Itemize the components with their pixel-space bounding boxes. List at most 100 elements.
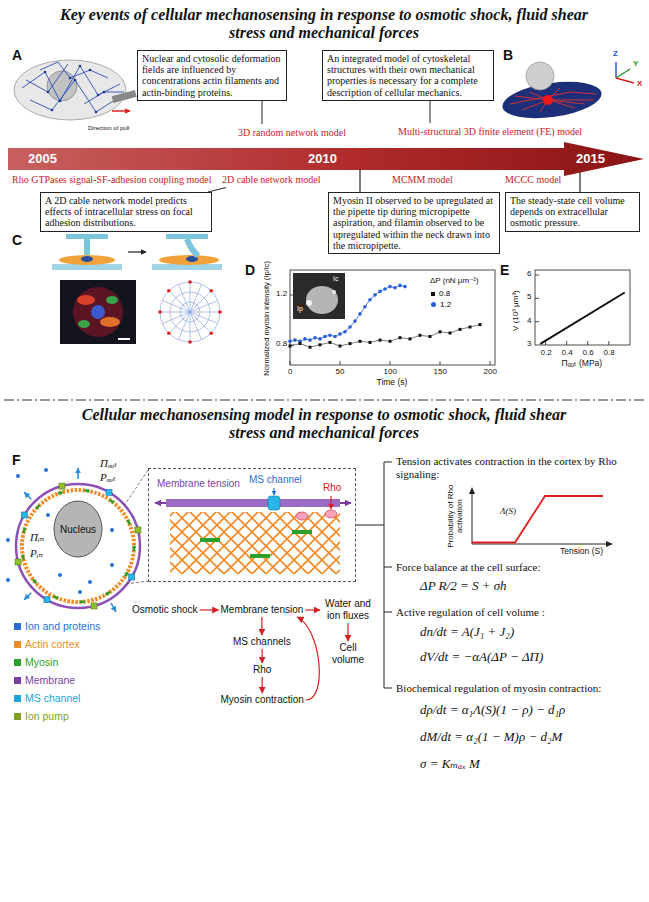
panel-d-plot-part-part bbox=[313, 336, 317, 340]
cell-drawing-part-part bbox=[24, 492, 31, 499]
panel-d-plot-part-part bbox=[299, 342, 302, 345]
node-text: Membrane tension bbox=[157, 478, 240, 489]
panel-a-network-part bbox=[14, 60, 126, 120]
pressure-symbol: Πᵢₙ bbox=[30, 531, 44, 544]
flow-step: Rho bbox=[253, 664, 271, 676]
panel-e-plot bbox=[535, 270, 630, 345]
flow-step: Membrane tension bbox=[221, 604, 304, 616]
model-heading: Biochemical regulation of myosin contrac… bbox=[396, 682, 601, 695]
tick-label: 0.2 bbox=[541, 348, 552, 357]
panel-e-plot-part bbox=[535, 270, 630, 345]
panel-d-plot-part-part bbox=[409, 337, 412, 340]
cell-drawing-part-part bbox=[15, 559, 21, 565]
panel-d-plot-part-part bbox=[439, 330, 442, 333]
panel-c-illustration-part-part bbox=[158, 310, 162, 314]
node-text: MS channels bbox=[233, 636, 291, 648]
node-text: An integrated model of cytoskeletal stru… bbox=[327, 53, 489, 98]
panel-d-plot-part-part bbox=[479, 323, 482, 326]
panel-letter: F bbox=[12, 452, 21, 468]
tick-label: 0.6 bbox=[583, 348, 594, 357]
connector bbox=[261, 617, 262, 635]
panel-b-fe-model-part bbox=[526, 62, 554, 90]
panel-c-illustration bbox=[52, 234, 222, 344]
legend-text: Membrane bbox=[25, 674, 75, 686]
legend-item: 0.8 bbox=[431, 289, 450, 298]
finding-box: An integrated model of cytoskeletal stru… bbox=[322, 50, 494, 101]
cortex-zoom-illustration-part bbox=[325, 510, 337, 518]
panel-c-illustration-part-part bbox=[160, 282, 220, 342]
cortex-zoom-illustration-part bbox=[149, 469, 355, 581]
panel-d-plot-part bbox=[290, 285, 405, 341]
panel-a-network-part bbox=[22, 62, 124, 112]
image-annotation: Ip bbox=[297, 305, 303, 313]
panel-c-illustration-part bbox=[81, 256, 93, 262]
panel-d-plot-part-part bbox=[469, 326, 472, 329]
cell-drawing-part bbox=[6, 468, 114, 594]
timeline-arrow: 200520102015 bbox=[8, 138, 646, 180]
legend-swatch bbox=[14, 623, 21, 630]
legend-item: Membrane bbox=[14, 674, 75, 686]
equation: dM/dt = α₂(1 − M)ρ − d₂M bbox=[420, 730, 562, 745]
panel-d-plot-part-part bbox=[339, 345, 342, 348]
node-text: 2015 bbox=[576, 151, 605, 166]
tick-label: 3 bbox=[527, 339, 531, 348]
cortex-zoom-illustration-part bbox=[330, 496, 331, 509]
panel-c-illustration-part bbox=[128, 251, 146, 252]
model-name: MCCC model bbox=[505, 174, 561, 186]
model-heading: Force balance at the cell surface: bbox=[396, 561, 540, 574]
flow-step: Osmotic shock bbox=[132, 604, 198, 616]
legend-sample bbox=[431, 292, 435, 296]
panel-a-network-part-part bbox=[95, 111, 98, 114]
panel-d-plot-part-part bbox=[348, 325, 352, 329]
panel-letter: D bbox=[245, 262, 255, 278]
panel-d-plot-part-part bbox=[349, 342, 352, 345]
panel-c-illustration-part bbox=[158, 280, 222, 344]
panel-d-plot-part-part bbox=[363, 305, 367, 309]
panel-letter: C bbox=[12, 232, 22, 248]
panel-letter: E bbox=[500, 262, 509, 278]
legend-swatch bbox=[14, 641, 21, 648]
pressure-symbol: Πₒᵤₜ bbox=[100, 457, 117, 470]
panel-d-plot-part-part bbox=[368, 298, 372, 302]
cell-drawing-part bbox=[126, 581, 148, 584]
panel-a-network-part-part bbox=[69, 77, 72, 80]
connector bbox=[200, 609, 219, 610]
node-text: Rho bbox=[323, 482, 341, 493]
panel-d-plot-part bbox=[332, 290, 336, 294]
cortex-zoom-illustration-part bbox=[340, 502, 351, 504]
legend-item: MS channel bbox=[14, 692, 80, 704]
panel-c-illustration-part bbox=[106, 296, 118, 304]
cell-drawing-part-part bbox=[44, 597, 50, 603]
panel-d-plot-part-part bbox=[429, 335, 432, 338]
cortex-zoom-illustration-part bbox=[296, 512, 308, 520]
curve-label: Λ(S) bbox=[500, 506, 516, 516]
rho-activation-graph-part bbox=[472, 496, 603, 543]
node-text: Osmotic shock bbox=[132, 604, 198, 616]
cell-drawing-part-part bbox=[88, 580, 92, 584]
panel-d-plot-part-part bbox=[353, 319, 357, 323]
image-annotation: Direction of pull bbox=[88, 125, 129, 132]
equation: σ = Kₘₐₓ M bbox=[420, 757, 480, 772]
panel-c-illustration-part bbox=[159, 255, 219, 265]
panel-c-illustration-part bbox=[60, 280, 136, 344]
legend-text: Actin cortex bbox=[25, 638, 80, 650]
model-heading: Active regulation of cell volume : bbox=[396, 606, 545, 619]
panel-d-plot-part-part bbox=[383, 287, 387, 291]
tick-label: 1.2 bbox=[276, 289, 287, 298]
cortex-zoom-illustration bbox=[149, 469, 355, 581]
flow-step: Cell volume bbox=[328, 642, 368, 666]
panel-d-plot-part-part bbox=[378, 290, 382, 294]
cell-drawing-part-part bbox=[78, 590, 82, 594]
flow-step: Water and ion fluxes bbox=[322, 598, 374, 622]
cell-drawing-part-part bbox=[59, 483, 65, 489]
section-heading: Cellular mechanosensing model in respons… bbox=[64, 406, 584, 443]
panel-d-plot-part-part bbox=[419, 334, 422, 337]
tick-label: 0.8 bbox=[604, 348, 615, 357]
panel-c-illustration-part bbox=[59, 255, 115, 265]
panel-c-illustration-part-part bbox=[188, 340, 192, 344]
panel-b-fe-model-part bbox=[615, 62, 616, 78]
panel-a-network-part-part bbox=[59, 100, 62, 103]
cell-drawing-part bbox=[22, 490, 134, 602]
tick-label: 6 bbox=[527, 269, 531, 278]
node-text: Nuclear and cytosolic deformation fields… bbox=[142, 53, 282, 98]
